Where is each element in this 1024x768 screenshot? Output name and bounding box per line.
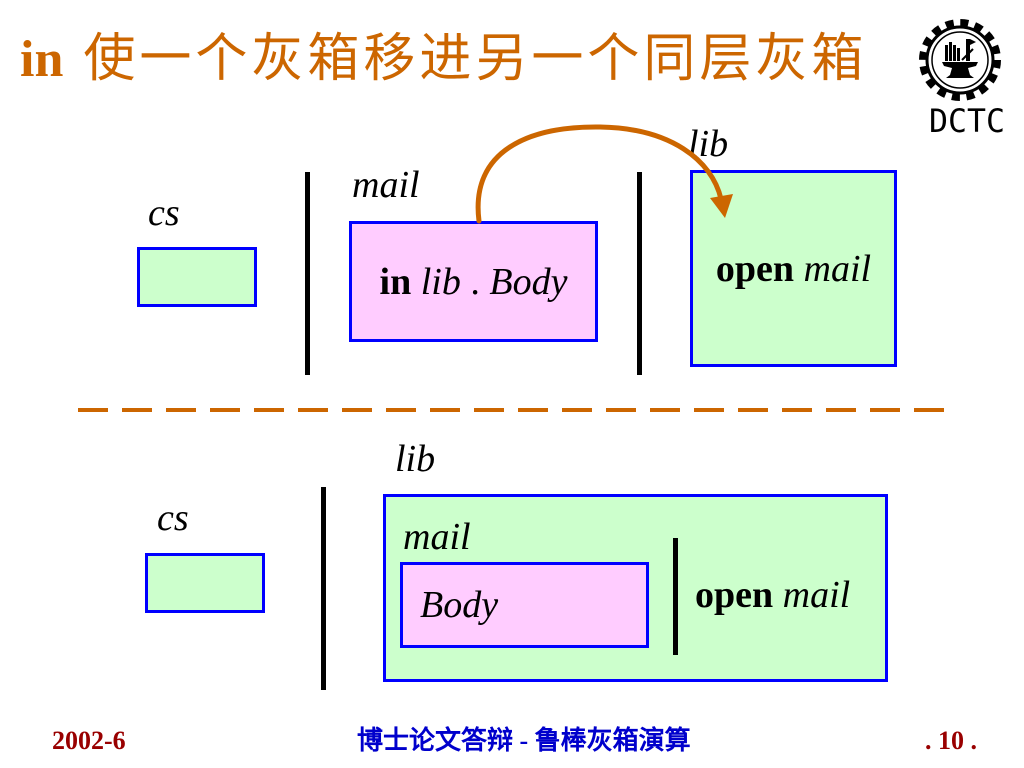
arrow-head-icon: [710, 194, 733, 218]
cs-box: [137, 247, 257, 307]
title-keyword: in: [20, 31, 64, 88]
lib-process-term: open mail: [716, 250, 871, 288]
lib-process-term: open mail: [695, 576, 850, 614]
open-keyword: open: [695, 574, 774, 616]
open-target: mail: [782, 574, 851, 616]
page-number: . 10 .: [925, 726, 977, 755]
cs-label: cs: [148, 192, 180, 234]
lib-box: mail Body open mail: [383, 494, 888, 682]
mail-process-term: in lib . Body: [380, 263, 568, 301]
open-keyword: open: [715, 247, 795, 290]
mail-label: mail: [403, 516, 471, 558]
sequence-dot: .: [470, 260, 480, 303]
mail-process-term: Body: [420, 586, 498, 624]
in-target: lib: [420, 260, 461, 303]
cs-label: cs: [157, 497, 189, 539]
mail-box: Body: [400, 562, 649, 648]
body-process: Body: [420, 584, 499, 626]
cs-box: [145, 553, 265, 613]
logo-lettering: DCTC: [929, 102, 1005, 140]
title-text: 使一个灰箱移进另一个同层灰箱: [83, 31, 868, 88]
parallel-bar: [321, 487, 326, 690]
anvil-building-emblem-icon: [942, 39, 978, 78]
parallel-bar: [637, 172, 642, 375]
separator-dashed-line: [78, 408, 955, 412]
mail-label: mail: [352, 164, 420, 206]
mail-box: in lib . Body: [349, 221, 598, 342]
footer-date: 2002-6: [52, 726, 126, 755]
lib-label: lib: [395, 438, 436, 480]
open-target: mail: [803, 247, 872, 290]
body-process: Body: [489, 260, 568, 303]
slide-title: in 使一个灰箱移进另一个同层灰箱: [20, 34, 867, 86]
parallel-bar: [305, 172, 310, 375]
diagram-before: cs mail in lib . Body lib open mail: [137, 124, 897, 375]
diagram-after: lib cs mail Body open mail: [145, 438, 888, 690]
in-keyword: in: [379, 260, 412, 303]
footer-title: 博士论文答辩 - 鲁棒灰箱演算: [357, 726, 691, 755]
parallel-bar: [673, 538, 678, 655]
move-arrow: [475, 124, 733, 224]
dctc-logo: DCTC: [919, 19, 1005, 140]
